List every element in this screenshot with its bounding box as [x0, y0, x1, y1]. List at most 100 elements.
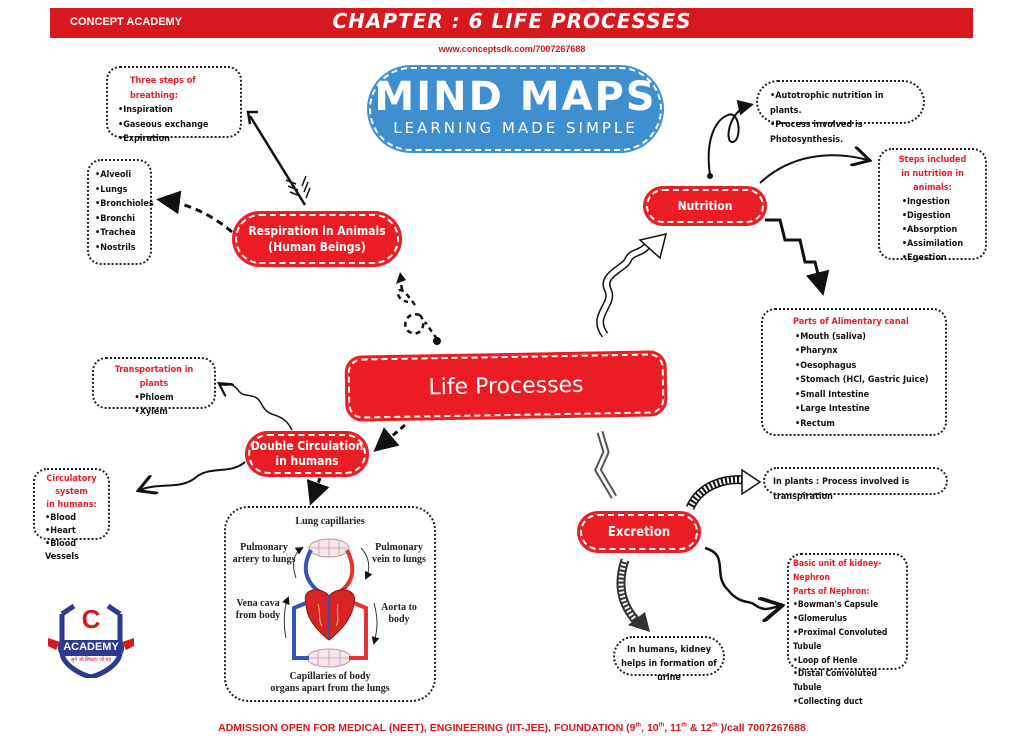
- academy-logo-name: ACADEMY: [63, 641, 119, 653]
- label-line: Vena cava: [236, 598, 280, 609]
- node-respiration: Respiration in Animals (Human Beings): [232, 211, 402, 267]
- node-respiration-line2: (Human Beings): [268, 240, 366, 254]
- header-bar: [50, 8, 973, 38]
- footer-sup: th: [681, 722, 687, 729]
- label-line: artery to lungs: [232, 554, 296, 565]
- breathing-title: Three steps of breathing:: [130, 76, 196, 101]
- label-line: Pulmonary: [375, 542, 423, 553]
- heart-illustration: [282, 538, 380, 668]
- list-item: Expiration: [118, 132, 230, 147]
- list-item: Egestion: [902, 251, 963, 265]
- plant-excretion-text: In plants : Process involved is transpir…: [773, 477, 910, 502]
- list-item: Assimilation: [902, 237, 963, 251]
- list-item: Small Intestine: [795, 388, 935, 403]
- center-node-life-processes: Life Processes: [344, 349, 668, 423]
- label-line: body: [388, 614, 410, 625]
- alimentary-canal-box: Parts of Alimentary canal Mouth (saliva)…: [761, 308, 947, 436]
- arrow-to-diagram: [306, 477, 330, 506]
- steps-title-line2: in nutrition in animals:: [901, 169, 964, 193]
- arrow-to-alimentary: [765, 218, 830, 296]
- list-item: Rectum: [795, 417, 935, 432]
- nephron-title-line1: Basic unit of kidney- Nephron: [793, 559, 882, 583]
- list-item: Ingestion: [902, 195, 963, 209]
- center-node-label: Life Processes: [428, 372, 584, 400]
- list-item: Heart: [45, 525, 104, 538]
- arrow-to-respiration: [396, 272, 441, 345]
- breathing-steps-box: Three steps of breathing: Inspiration Ga…: [106, 66, 242, 144]
- footer-text: ADMISSION OPEN FOR MEDICAL (NEET), ENGIN…: [218, 722, 636, 734]
- list-item: Xylem: [134, 405, 173, 419]
- circsys-title-line2: in humans:: [46, 500, 97, 510]
- human-excretion-line1: In humans, kidney: [627, 645, 711, 655]
- label-line: vein to lungs: [372, 554, 426, 565]
- logo-subtitle: LEARNING MADE SIMPLE: [393, 119, 638, 137]
- arrow-to-steps: [759, 155, 868, 184]
- website-url[interactable]: www.conceptsdk.com/7007267688: [438, 44, 586, 54]
- label-aorta: Aorta to body: [374, 602, 424, 626]
- list-item: Bronchioles: [95, 197, 153, 212]
- list-item: Oesophagus: [795, 359, 935, 374]
- list-item: Inspiration: [118, 103, 230, 118]
- arrow-to-circulation: [373, 423, 406, 452]
- label-vena-cava: Vena cava from body: [230, 598, 286, 622]
- arrow-to-autotrophic: [707, 99, 754, 176]
- footer-sup: th: [712, 722, 718, 729]
- footer-sup: th: [635, 722, 642, 729]
- mind-maps-logo: MIND MAPS LEARNING MADE SIMPLE: [367, 65, 664, 153]
- node-respiration-line1: Respiration in Animals: [248, 224, 386, 238]
- node-excretion-label: Excretion: [607, 524, 671, 540]
- footer-text: , 11: [664, 722, 682, 734]
- list-item: Blood Vessels: [45, 538, 104, 564]
- circulatory-system-box: Circulatory system in humans: Blood Hear…: [33, 468, 110, 562]
- list-item: Collecting duct: [793, 696, 902, 710]
- footer-admission-banner: ADMISSION OPEN FOR MEDICAL (NEET), ENGIN…: [0, 722, 1024, 734]
- steps-title-line1: Steps included: [898, 155, 967, 165]
- list-item: Alveoli: [95, 168, 144, 183]
- footer-sup: th: [658, 722, 665, 729]
- label-line: organs apart from the lungs: [270, 683, 390, 694]
- footer-text: )/call 7007267688: [717, 722, 806, 734]
- list-item: Nostrils: [95, 241, 144, 256]
- list-item: Proximal Convoluted Tubule: [793, 627, 902, 655]
- label-line: Capillaries of body: [289, 671, 371, 682]
- academy-logo-letter: C: [81, 604, 101, 634]
- list-item: Lungs: [95, 183, 144, 198]
- list-item: Large Intestine: [795, 402, 935, 417]
- shield-icon: [48, 603, 134, 680]
- list-item: Pharynx: [795, 344, 935, 359]
- list-item: Digestion: [902, 209, 963, 223]
- plant-excretion-box: In plants : Process involved is transpir…: [763, 467, 948, 502]
- nephron-box: Basic unit of kidney- Nephron Parts of N…: [787, 553, 908, 707]
- arrow-to-transport: [220, 384, 293, 431]
- logo-title: MIND MAPS: [374, 74, 657, 120]
- arrow-to-nephron: [704, 546, 780, 609]
- academy-logo-tagline: सुनें जो सिखाए जो वह: [71, 657, 111, 663]
- arrow-to-circ-system: [140, 461, 246, 490]
- double-circulation-diagram: Lung capillaries Pulmonary artery to lun…: [224, 506, 436, 702]
- brand-name: CONCEPT ACADEMY: [70, 16, 183, 28]
- label-pulmonary-vein: Pulmonary vein to lungs: [366, 542, 432, 566]
- node-circulation-line1: Double Circulation: [250, 439, 364, 453]
- label-lung-capillaries: Lung capillaries: [295, 516, 365, 527]
- list-item: Process involved is Photosynthesis.: [770, 118, 911, 147]
- academy-logo: C ACADEMY सुनें जो सिखाए जो वह: [44, 602, 138, 680]
- list-item: Autotrophic nutrition in plants.: [770, 89, 911, 118]
- autotrophic-box: Autotrophic nutrition in plants. Process…: [756, 80, 925, 145]
- node-nutrition-label: Nutrition: [677, 199, 733, 213]
- list-item: Mouth (saliva): [795, 330, 935, 345]
- chapter-title: CHAPTER : 6 LIFE PROCESSES: [332, 9, 692, 33]
- human-excretion-line2: helps in formation of urine: [621, 659, 717, 683]
- nephron-title-line2: Parts of Nephron:: [793, 586, 870, 597]
- list-item: Bronchi: [95, 212, 144, 227]
- label-line: from body: [235, 610, 281, 621]
- list-item: Absorption: [902, 223, 963, 237]
- arrow-to-organs: [156, 190, 233, 234]
- node-circulation-line2: in humans: [275, 454, 339, 468]
- circsys-title-line1: Circulatory system: [46, 474, 97, 497]
- list-item: Bowman's Capsule: [793, 599, 902, 613]
- label-line: Pulmonary: [240, 542, 288, 553]
- list-item: Loop of Henle: [793, 655, 902, 669]
- list-item: Trachea: [95, 226, 144, 241]
- plant-transport-box: Transportation in plants Phloem Xylem: [92, 357, 216, 417]
- node-circulation: Double Circulation in humans: [245, 431, 369, 477]
